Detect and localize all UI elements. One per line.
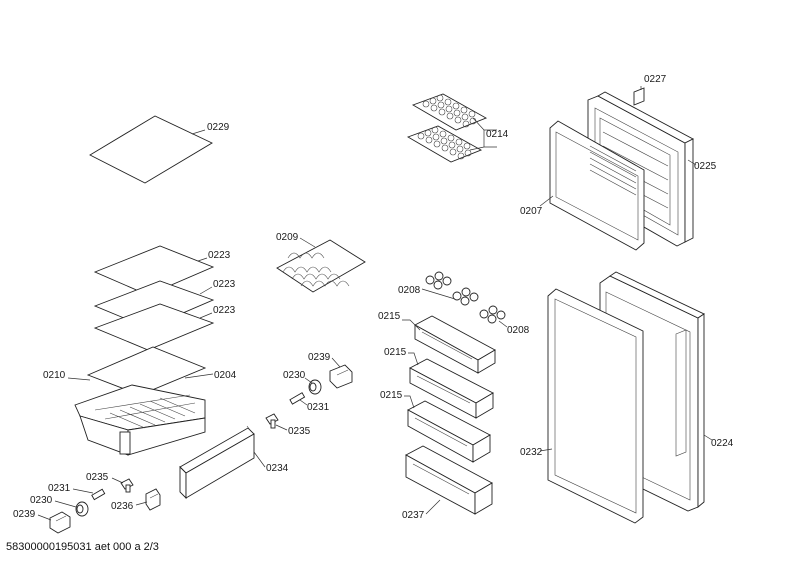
label-0225: 0225	[694, 161, 717, 172]
part-0229-cover-plate	[89, 115, 213, 184]
label-0215-3: 0215	[380, 390, 403, 401]
part-0239-hinge-cover-lower	[49, 511, 71, 534]
part-0215-door-shelf-2	[409, 358, 494, 419]
label-0208-right: 0208	[507, 325, 530, 336]
label-0234: 0234	[266, 463, 289, 474]
part-0214-egg-tray-upper	[411, 93, 488, 131]
label-0207: 0207	[520, 206, 543, 217]
part-0236-bracket	[145, 488, 161, 511]
label-0230-lower: 0230	[30, 495, 53, 506]
part-0208-egg-holder-3	[479, 305, 506, 324]
label-0231-upper: 0231	[307, 402, 330, 413]
part-0235-hinge-upper	[265, 413, 279, 429]
part-0230-bushing-upper	[308, 379, 322, 395]
part-0214-egg-tray-lower	[406, 125, 483, 163]
label-0223-2: 0223	[213, 279, 236, 290]
label-0227: 0227	[644, 74, 667, 85]
part-0231-pin-lower	[91, 488, 106, 501]
document-reference: 58300000195031 aet 000 a 2/3	[6, 541, 159, 553]
part-0208-egg-holder-2	[452, 287, 479, 306]
part-0231-pin-upper	[289, 392, 306, 405]
part-0237-door-shelf-large	[405, 445, 493, 515]
label-0235-lower: 0235	[86, 472, 109, 483]
part-0232-fridge-gasket	[547, 288, 644, 524]
part-0235-hinge-lower	[120, 478, 134, 493]
label-0214: 0214	[486, 129, 509, 140]
part-0209-bottle-rack	[276, 239, 366, 293]
part-0215-door-shelf-1	[414, 315, 496, 374]
label-0239-upper: 0239	[308, 352, 331, 363]
label-0237: 0237	[402, 510, 425, 521]
label-0204: 0204	[214, 370, 237, 381]
part-0208-egg-holder-1	[425, 271, 452, 290]
label-0223-3: 0223	[213, 305, 236, 316]
label-0236: 0236	[111, 501, 134, 512]
label-0232: 0232	[520, 447, 543, 458]
label-0209: 0209	[276, 232, 299, 243]
part-0234-drawer-front	[179, 425, 255, 500]
label-0239-lower: 0239	[13, 509, 36, 520]
label-0215-1: 0215	[378, 311, 401, 322]
part-0239-hinge-cover-upper	[329, 364, 353, 389]
part-0215-door-shelf-3	[407, 400, 491, 463]
part-0204-crisper-drawer	[74, 384, 206, 456]
label-0223-1: 0223	[208, 250, 231, 261]
part-0207-freezer-gasket	[549, 120, 645, 251]
label-0224: 0224	[711, 438, 734, 449]
label-0230-upper: 0230	[283, 370, 306, 381]
label-0215-2: 0215	[384, 347, 407, 358]
part-0223-glass-shelf-1	[93, 245, 215, 296]
label-0208-left: 0208	[398, 285, 421, 296]
part-0223-glass-shelf-3	[93, 303, 215, 351]
label-0210: 0210	[43, 370, 66, 381]
label-0231-lower: 0231	[48, 483, 71, 494]
label-0229: 0229	[207, 122, 230, 133]
label-0235-upper: 0235	[288, 426, 311, 437]
part-0227-label	[633, 87, 645, 106]
part-0230-bushing-lower	[75, 501, 89, 517]
